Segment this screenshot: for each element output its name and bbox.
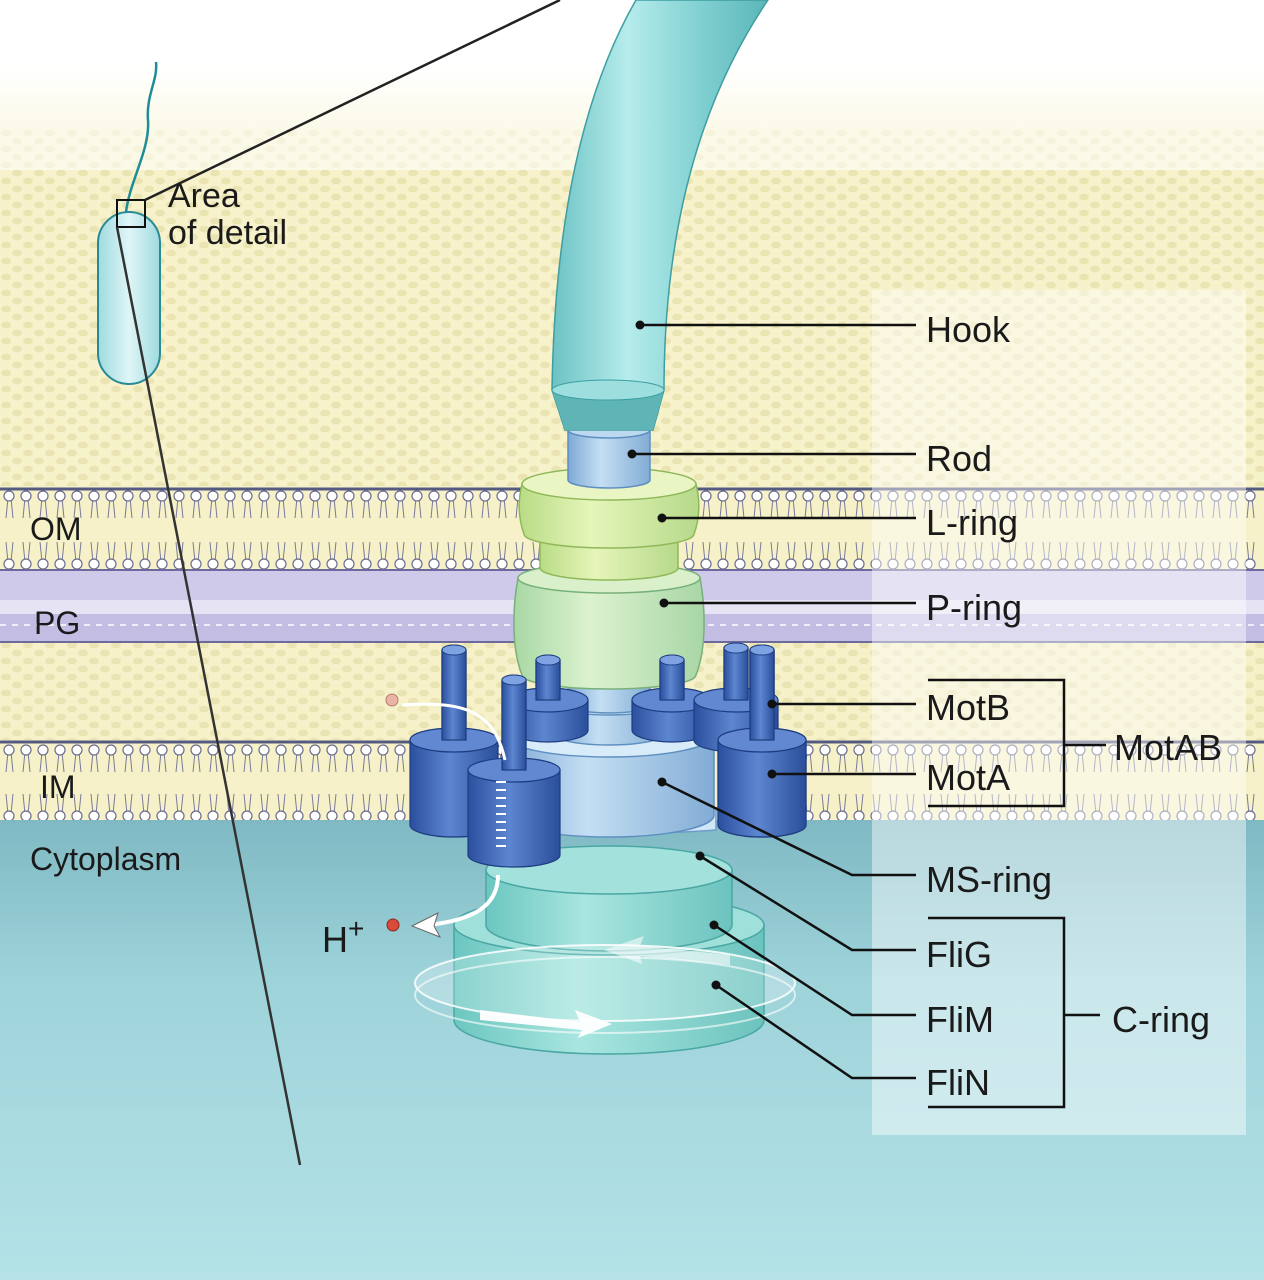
ms-ring-label: MS-ring bbox=[926, 859, 1052, 900]
l-ring bbox=[518, 467, 700, 581]
c-ring bbox=[414, 845, 796, 1055]
motb-label: MotB bbox=[926, 687, 1010, 728]
hook bbox=[551, 0, 769, 431]
proton-symbol: H bbox=[322, 919, 348, 960]
cell-inset: Area of detail bbox=[97, 0, 561, 1166]
flim-label: FliM bbox=[926, 999, 994, 1040]
im-label: IM bbox=[40, 769, 76, 805]
leader-lines bbox=[632, 323, 1106, 1109]
area-of-detail-box bbox=[116, 199, 146, 228]
l-ring-label: L-ring bbox=[926, 502, 1018, 543]
flin-label: FliN bbox=[926, 1062, 990, 1103]
flig-label: FliG bbox=[926, 934, 992, 975]
motab-label: MotAB bbox=[1114, 727, 1222, 768]
flagellar-motor bbox=[385, 0, 807, 1055]
pg-label: PG bbox=[34, 605, 80, 641]
proton-dot-inside bbox=[386, 918, 400, 932]
leader-dots bbox=[627, 320, 777, 990]
hook-label: Hook bbox=[926, 309, 1011, 350]
proton-charge: + bbox=[348, 913, 364, 944]
mota-label: MotA bbox=[926, 757, 1010, 798]
mot-stators bbox=[409, 642, 807, 868]
label-panel bbox=[872, 290, 1246, 1135]
proton-dot-outside bbox=[385, 693, 399, 707]
proton-label: H+ bbox=[322, 913, 364, 960]
rod-label: Rod bbox=[926, 438, 992, 479]
area-of-detail-label-line1: Area bbox=[168, 177, 240, 215]
cytoplasm-label: Cytoplasm bbox=[30, 841, 181, 877]
component-labels: Hook Rod L-ring P-ring MotB MotA MotAB M… bbox=[926, 309, 1222, 1103]
area-of-detail-label-line2: of detail bbox=[168, 214, 287, 252]
c-ring-label: C-ring bbox=[1112, 999, 1210, 1040]
om-label: OM bbox=[30, 511, 82, 547]
proton-path bbox=[385, 693, 507, 938]
p-ring-label: P-ring bbox=[926, 587, 1022, 628]
